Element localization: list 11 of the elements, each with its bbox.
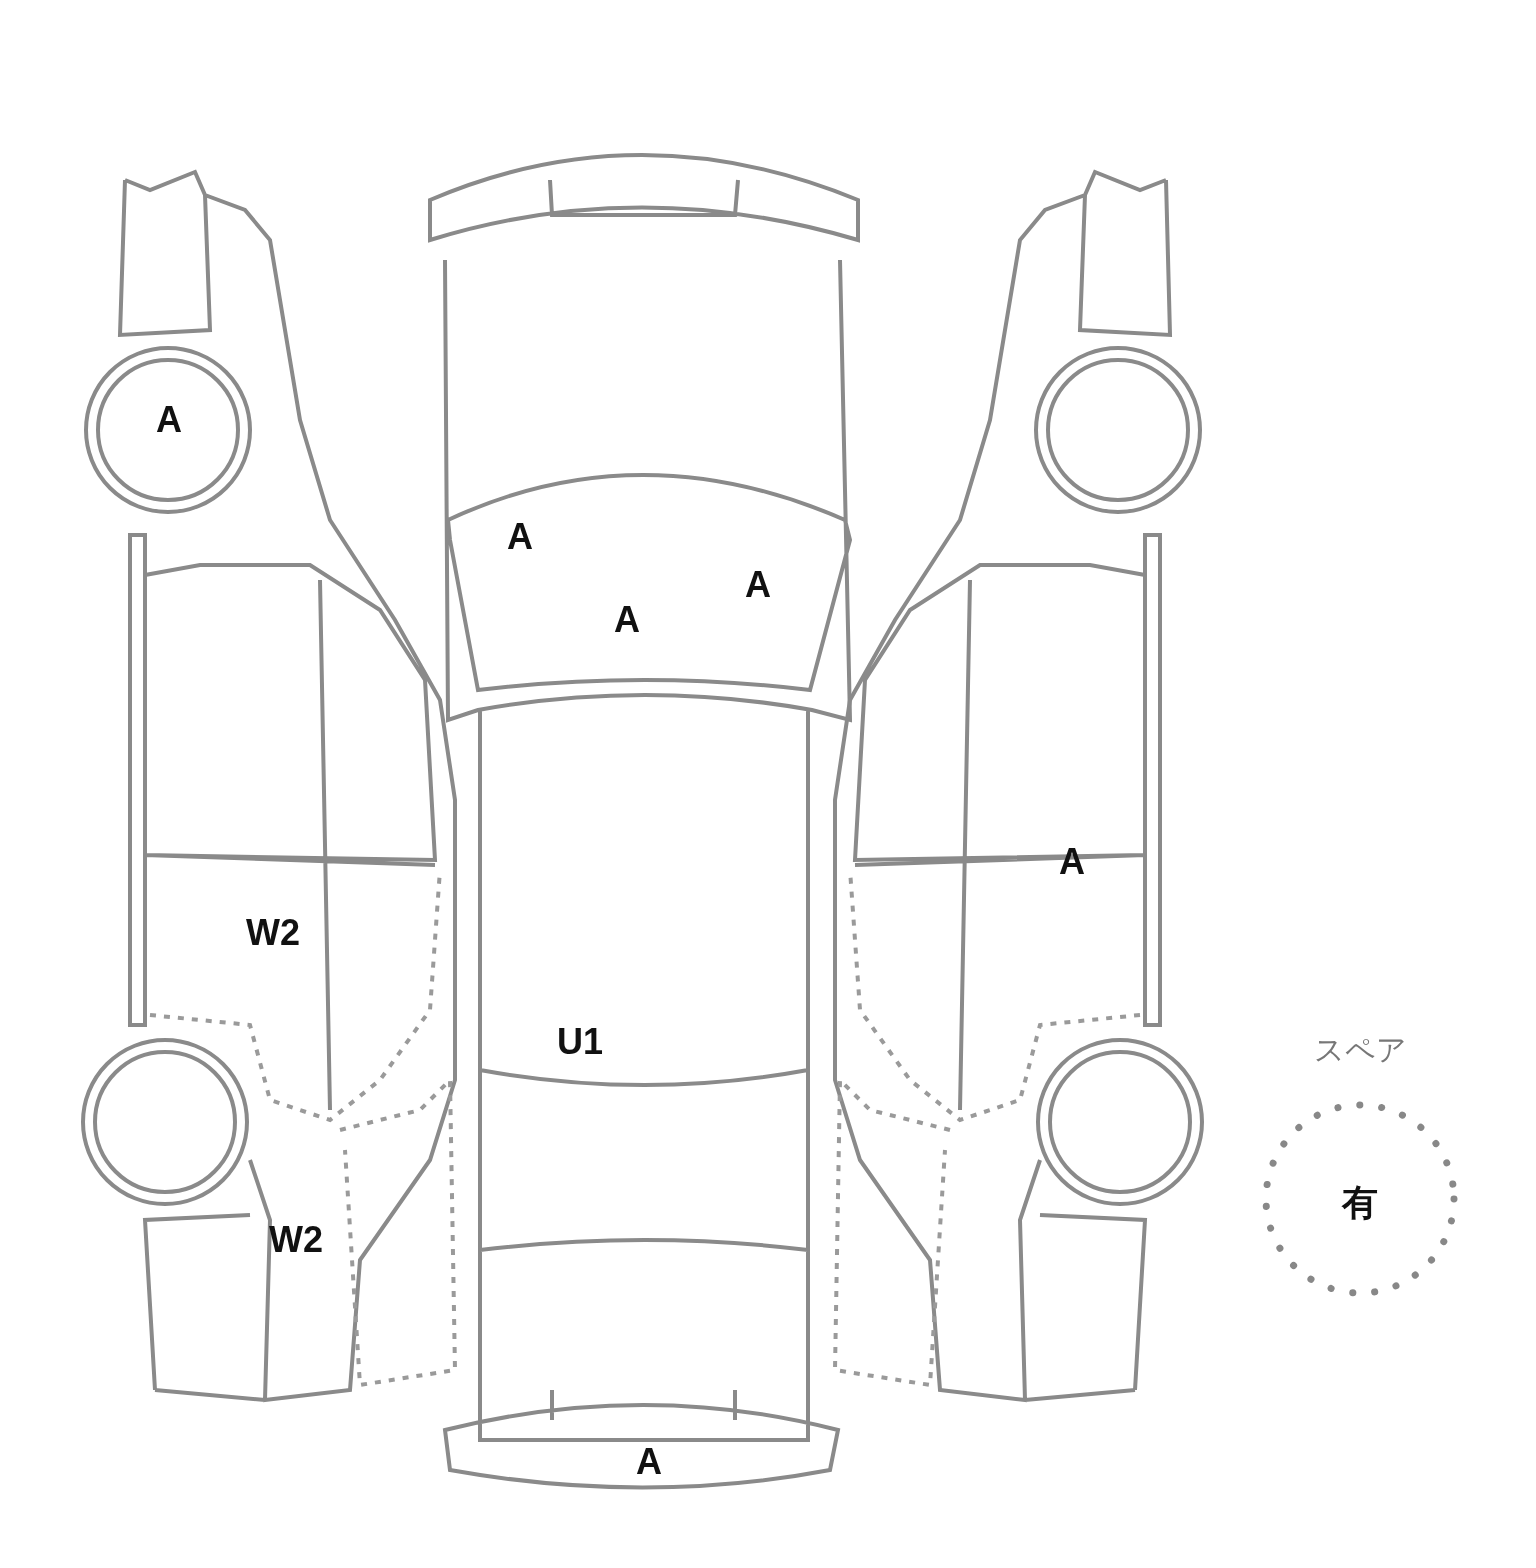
damage-code: A bbox=[745, 567, 771, 603]
damage-code: A bbox=[156, 402, 182, 438]
spare-tire-status: 有 bbox=[1342, 1184, 1378, 1221]
damage-code: A bbox=[636, 1444, 662, 1480]
spare-tire-heading: スペア bbox=[1312, 1035, 1408, 1065]
damage-code: U1 bbox=[557, 1024, 603, 1060]
damage-code: W2 bbox=[269, 1222, 323, 1258]
damage-code: A bbox=[614, 602, 640, 638]
damage-code: W2 bbox=[246, 915, 300, 951]
damage-code: A bbox=[1059, 844, 1085, 880]
damage-code: A bbox=[507, 519, 533, 555]
